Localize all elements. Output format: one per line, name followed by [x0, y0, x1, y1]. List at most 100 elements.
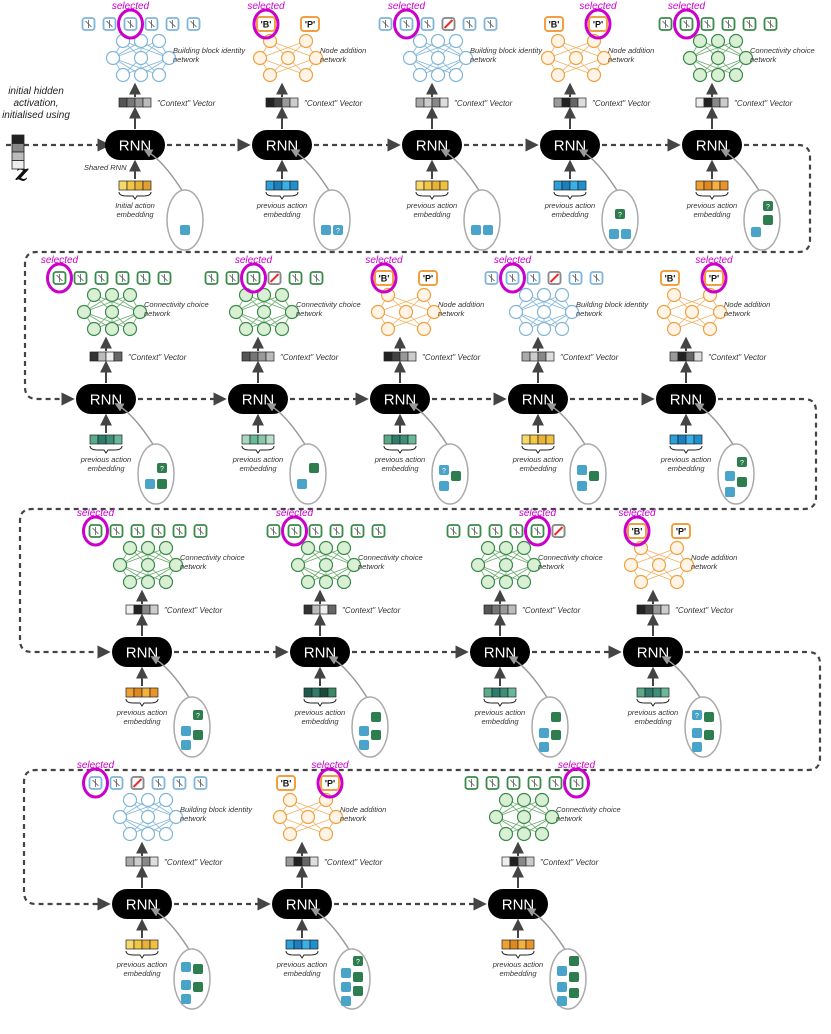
context-vector-label: "Context" Vector: [164, 858, 223, 867]
network-neuron: [526, 557, 542, 573]
network-label-line2: network: [340, 814, 368, 823]
network-edge: [129, 564, 177, 583]
network-neuron: [633, 574, 649, 590]
context-vector-cell: [525, 856, 535, 867]
context-vector-cell: [265, 97, 275, 108]
action-embedding-cell: [273, 180, 283, 191]
embedding-label-line2: embedding: [693, 210, 731, 219]
embedding-brace: [415, 191, 449, 200]
action-embedding-cell: [677, 434, 687, 445]
network-neuron: [140, 574, 156, 590]
action-embedding-cell: [553, 180, 563, 191]
context-vector-cell: [537, 351, 547, 362]
selection-ring: [46, 262, 73, 294]
graph-bubble: [463, 189, 501, 251]
context-vector-cell: [703, 97, 713, 108]
embedding-label-line2: embedding: [551, 210, 589, 219]
network-neuron: [623, 557, 639, 573]
bubble-connector: [578, 149, 619, 193]
bubble-connector: [150, 656, 191, 700]
action-embedding-cell: [703, 180, 713, 191]
green-node: [193, 730, 203, 740]
network-edge: [83, 311, 131, 330]
network-neuron: [161, 50, 177, 66]
context-vector-cell: [97, 351, 107, 362]
context-vector-cell: [301, 856, 311, 867]
initial-hidden-line1: initial hidden: [8, 86, 64, 97]
flow-row-turn: [22, 650, 822, 911]
network-neuron: [158, 540, 174, 556]
network-neuron: [666, 287, 682, 303]
network-neuron: [692, 33, 708, 49]
context-vector-cell: [118, 97, 128, 108]
graph-bubble: [569, 443, 607, 505]
rnn-label: RNN: [304, 645, 337, 662]
selected-label: selected: [247, 1, 285, 12]
context-vector-cell: [711, 97, 721, 108]
context-vector-cell: [303, 604, 313, 615]
option-label: 'P': [709, 274, 719, 284]
green-node: [763, 215, 773, 225]
green-node: [193, 982, 203, 992]
network-edge: [245, 311, 293, 330]
selection-ring: [524, 515, 551, 547]
green-node: [551, 730, 561, 740]
network-label-line2: network: [724, 309, 752, 318]
network-edge: [663, 311, 711, 330]
network-label-line2: network: [608, 55, 636, 64]
network-neuron: [426, 304, 442, 320]
glyph-icon: [77, 274, 84, 282]
glyph-icon: [513, 527, 520, 535]
network-neuron: [498, 540, 514, 556]
network-neuron: [133, 50, 149, 66]
blue-node: [297, 479, 307, 489]
embedding-label-line1: previous action: [512, 455, 563, 464]
network-neuron: [282, 826, 298, 842]
blue-node: [341, 968, 351, 978]
network-edge: [515, 311, 563, 330]
context-vector-cell: [636, 604, 646, 615]
context-vector-cell: [499, 604, 509, 615]
glyph-icon: [292, 274, 299, 282]
network-edge: [235, 294, 283, 313]
network-neuron: [151, 33, 167, 49]
network-edge: [119, 799, 167, 818]
rnn-label: RNN: [266, 138, 299, 155]
network-label-line2: network: [180, 562, 208, 571]
blue-node: [341, 982, 351, 992]
selection-ring: [281, 515, 308, 547]
green-node: [737, 477, 747, 487]
selection-ring: [316, 767, 344, 799]
network-edge: [112, 40, 160, 59]
network-neuron: [728, 67, 744, 83]
context-vector-cell: [113, 351, 123, 362]
bubble-connector: [150, 908, 191, 952]
embedding-brace: [501, 950, 535, 959]
network-neuron: [132, 304, 148, 320]
green-node: [193, 964, 203, 974]
green-node: [157, 479, 167, 489]
context-vector-cell: [257, 351, 267, 362]
option-label: 'P': [676, 527, 686, 537]
network-neuron: [448, 67, 464, 83]
network-neuron: [122, 540, 138, 556]
embedding-brace: [125, 950, 159, 959]
glyph-icon: [291, 527, 298, 535]
network-edge: [297, 547, 345, 566]
embedding-label-line1: previous action: [276, 960, 327, 969]
bubble-connector: [440, 149, 481, 193]
embedding-label-line2: embedding: [283, 969, 321, 978]
glyph-icon: [98, 274, 105, 282]
context-vector-cell: [660, 604, 670, 615]
graph-bubble: [431, 443, 469, 505]
context-vector-label: "Context" Vector: [324, 858, 383, 867]
network-edge: [122, 40, 170, 59]
network-neuron: [151, 67, 167, 83]
action-embedding-cell: [399, 434, 409, 445]
action-embedding-cell: [415, 180, 425, 191]
network-edge: [83, 294, 131, 313]
